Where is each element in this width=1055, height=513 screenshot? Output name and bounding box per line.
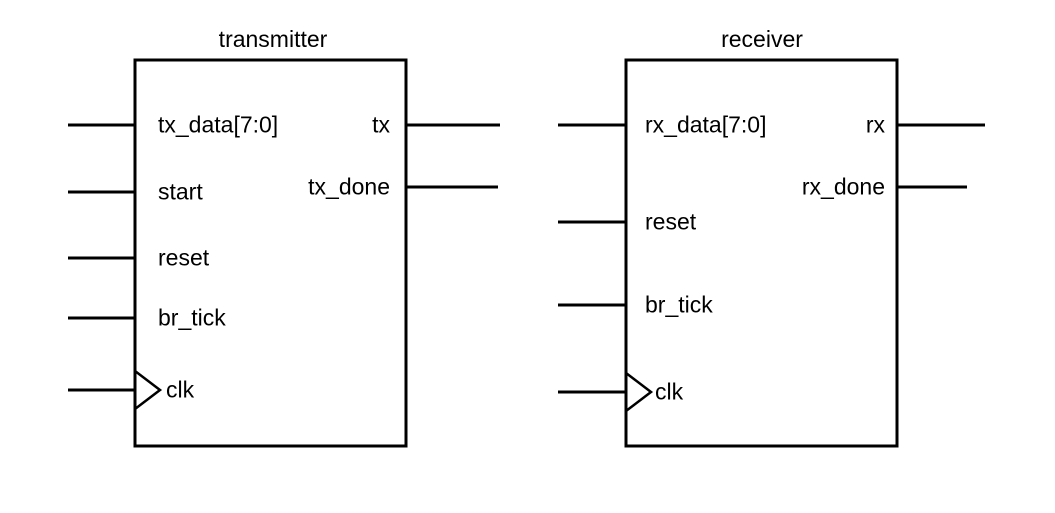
port-label-transmitter-reset: reset: [158, 244, 210, 271]
block-transmitter: [68, 58, 500, 448]
port-label-receiver-rx-done: rx_done: [801, 173, 885, 200]
port-label-receiver-rx-data-7-0-: rx_data[7:0]: [645, 111, 767, 138]
port-label-transmitter-tx-data-7-0-: tx_data[7:0]: [158, 111, 279, 138]
port-label-transmitter-tx: tx: [372, 111, 390, 138]
block-outline-transmitter: [133, 58, 408, 448]
port-label-transmitter-clk: clk: [166, 376, 195, 403]
port-label-receiver-rx: rx: [865, 111, 885, 138]
block-title-receiver: receiver: [721, 26, 803, 52]
block-title-transmitter: transmitter: [218, 26, 328, 52]
port-label-receiver-br-tick: br_tick: [645, 291, 713, 318]
block-outline-receiver: [624, 58, 899, 448]
port-label-transmitter-br-tick: br_tick: [158, 304, 226, 331]
block-receiver: [558, 58, 985, 448]
port-label-transmitter-start: start: [158, 178, 203, 205]
port-label-transmitter-tx-done: tx_done: [308, 173, 390, 200]
port-label-receiver-clk: clk: [655, 378, 684, 405]
port-label-receiver-reset: reset: [645, 208, 697, 235]
clock-triangle-transmitter: [134, 370, 163, 410]
clock-triangle-receiver: [625, 372, 654, 412]
